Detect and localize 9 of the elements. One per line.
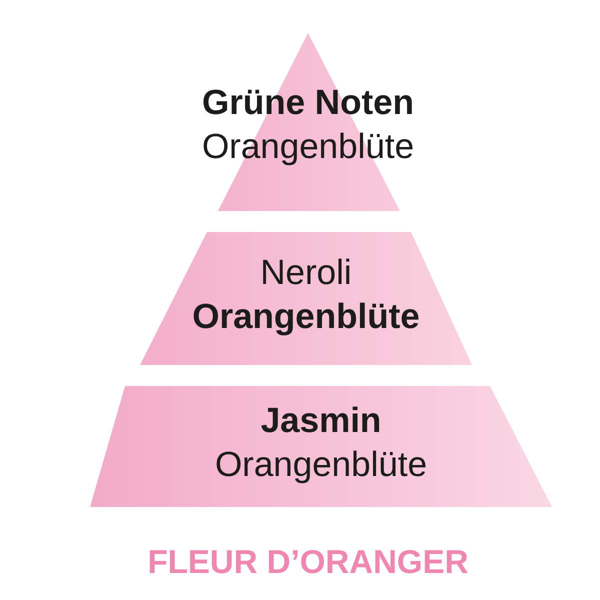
note-label: Orangenblüte (214, 444, 428, 486)
note-label: Orangenblüte (202, 126, 414, 168)
pyramid-tier (140, 232, 472, 365)
caption: FLEUR D’ORANGER (148, 542, 468, 582)
note-heading: Orangenblüte (192, 296, 420, 338)
note-heading: Grüne Noten (202, 82, 414, 124)
note-label: Neroli (260, 252, 352, 294)
note-heading: Jasmin (260, 400, 382, 442)
pyramid-tier (90, 386, 552, 507)
